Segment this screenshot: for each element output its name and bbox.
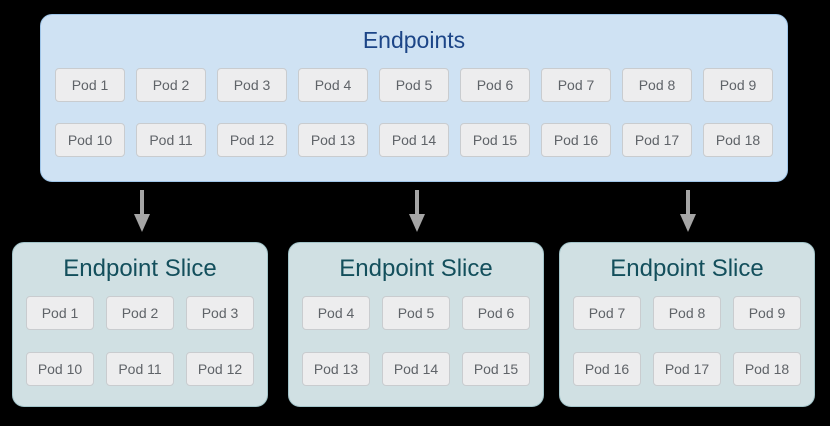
endpoint-slice-box-3: Endpoint Slice Pod 7 Pod 8 Pod 9 Pod 16 … xyxy=(559,242,815,407)
pod-box: Pod 5 xyxy=(379,68,449,102)
pod-box: Pod 9 xyxy=(733,296,801,330)
endpoint-slice-title: Endpoint Slice xyxy=(63,255,217,282)
pod-box: Pod 2 xyxy=(106,296,174,330)
slice-pod-grid: Pod 1 Pod 2 Pod 3 Pod 10 Pod 11 Pod 12 xyxy=(13,296,267,386)
slice-pod-grid: Pod 7 Pod 8 Pod 9 Pod 16 Pod 17 Pod 18 xyxy=(560,296,814,386)
slice-pod-grid: Pod 4 Pod 5 Pod 6 Pod 13 Pod 14 Pod 15 xyxy=(289,296,543,386)
pod-box: Pod 12 xyxy=(217,123,287,157)
pod-box: Pod 9 xyxy=(703,68,773,102)
pod-box: Pod 4 xyxy=(302,296,370,330)
down-arrow-icon xyxy=(680,190,696,232)
endpoints-pod-grid: Pod 1 Pod 2 Pod 3 Pod 4 Pod 5 Pod 6 Pod … xyxy=(41,68,787,157)
pod-box: Pod 17 xyxy=(653,352,721,386)
pod-box: Pod 17 xyxy=(622,123,692,157)
pod-box: Pod 12 xyxy=(186,352,254,386)
arrow-stem xyxy=(140,190,144,214)
pod-box: Pod 16 xyxy=(573,352,641,386)
pod-box: Pod 1 xyxy=(55,68,125,102)
pod-box: Pod 8 xyxy=(622,68,692,102)
endpoints-box: Endpoints Pod 1 Pod 2 Pod 3 Pod 4 Pod 5 … xyxy=(40,14,788,182)
pod-box: Pod 11 xyxy=(106,352,174,386)
arrow-stem xyxy=(415,190,419,214)
arrow-head xyxy=(134,214,150,232)
pod-box: Pod 7 xyxy=(573,296,641,330)
pod-box: Pod 2 xyxy=(136,68,206,102)
endpoint-slice-box-2: Endpoint Slice Pod 4 Pod 5 Pod 6 Pod 13 … xyxy=(288,242,544,407)
endpoint-slice-title: Endpoint Slice xyxy=(610,255,764,282)
pod-box: Pod 13 xyxy=(302,352,370,386)
pod-box: Pod 13 xyxy=(298,123,368,157)
endpoint-slice-title: Endpoint Slice xyxy=(339,255,493,282)
pod-box: Pod 5 xyxy=(382,296,450,330)
pod-box: Pod 6 xyxy=(460,68,530,102)
arrow-head xyxy=(409,214,425,232)
down-arrow-icon xyxy=(134,190,150,232)
pod-box: Pod 18 xyxy=(733,352,801,386)
pod-box: Pod 1 xyxy=(26,296,94,330)
endpoint-slice-box-1: Endpoint Slice Pod 1 Pod 2 Pod 3 Pod 10 … xyxy=(12,242,268,407)
pod-box: Pod 3 xyxy=(186,296,254,330)
pod-box: Pod 14 xyxy=(382,352,450,386)
endpoints-title: Endpoints xyxy=(362,27,466,53)
pod-box: Pod 10 xyxy=(26,352,94,386)
pod-box: Pod 4 xyxy=(298,68,368,102)
arrow-head xyxy=(680,214,696,232)
pod-box: Pod 3 xyxy=(217,68,287,102)
pod-box: Pod 16 xyxy=(541,123,611,157)
pod-box: Pod 6 xyxy=(462,296,530,330)
pod-box: Pod 8 xyxy=(653,296,721,330)
pod-box: Pod 11 xyxy=(136,123,206,157)
pod-box: Pod 14 xyxy=(379,123,449,157)
pod-box: Pod 15 xyxy=(462,352,530,386)
pod-box: Pod 15 xyxy=(460,123,530,157)
pod-box: Pod 7 xyxy=(541,68,611,102)
pod-box: Pod 10 xyxy=(55,123,125,157)
down-arrow-icon xyxy=(409,190,425,232)
pod-box: Pod 18 xyxy=(703,123,773,157)
arrow-stem xyxy=(686,190,690,214)
